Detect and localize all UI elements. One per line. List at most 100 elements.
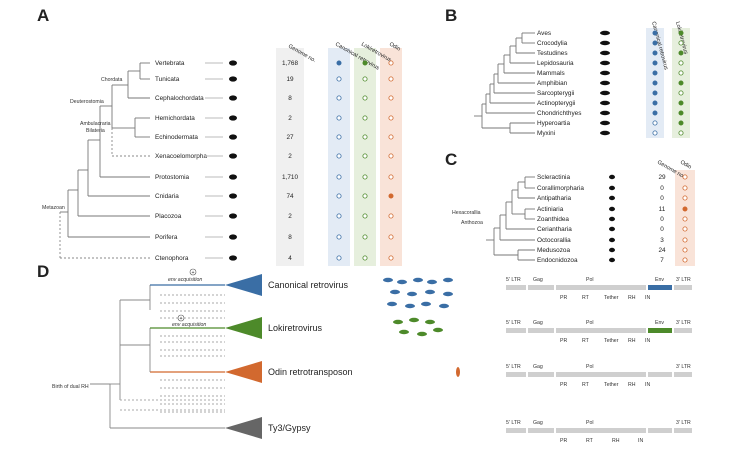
panel-letter-c: C	[445, 150, 458, 169]
taxon-silhouette	[609, 247, 615, 253]
host-silhouette	[405, 303, 415, 309]
host-silhouette	[439, 303, 449, 309]
genome-count: 29	[658, 174, 666, 181]
taxon-silhouette	[229, 76, 237, 82]
host-silhouette	[387, 301, 397, 307]
node-label-ambulacraria: Ambulacraria	[80, 121, 111, 127]
genome-count: 1,768	[282, 60, 298, 67]
taxon-label: Cnidaria	[155, 193, 179, 200]
clade-triangle	[225, 274, 262, 296]
birth-label: Birth of dual RH	[52, 384, 89, 390]
odin-dot	[682, 216, 688, 222]
taxon-label: Actiniaria	[537, 206, 564, 213]
canonical-dot	[336, 174, 342, 180]
ltr3-label: 3' LTR	[676, 320, 691, 326]
odin-dot	[682, 206, 688, 212]
gag-label: Gag	[533, 320, 543, 326]
taxon-silhouette	[600, 30, 610, 36]
host-silhouette	[390, 289, 400, 295]
loki-dot	[362, 153, 368, 159]
pol-box	[556, 428, 646, 433]
gag-label: Gag	[533, 277, 543, 283]
gag-box	[528, 285, 554, 290]
taxon-silhouette	[600, 90, 610, 96]
taxon-silhouette	[609, 185, 615, 191]
gag-label: Gag	[533, 364, 543, 370]
pol-domain-label: RT	[586, 438, 594, 444]
canonical-dot	[336, 60, 342, 66]
canonical-dot	[336, 115, 342, 121]
odin-dot	[388, 134, 394, 140]
env-box	[648, 328, 672, 333]
loki-dot	[362, 115, 368, 121]
pol-domain-label: IN	[638, 438, 643, 444]
taxon-label: Chondrichthyes	[537, 110, 581, 117]
loki-host-silhouette	[417, 331, 427, 337]
odin-dot	[388, 213, 394, 219]
genome-count: 4	[288, 255, 292, 262]
ltr5-label: 5' LTR	[506, 364, 521, 370]
gag-label: Gag	[533, 420, 543, 426]
loki-host-silhouette	[409, 317, 419, 323]
genome-count: 2	[288, 115, 292, 122]
odin-dot	[682, 237, 688, 243]
taxon-silhouette	[609, 237, 615, 243]
odin-dot	[388, 193, 394, 199]
loki-host-silhouette	[425, 319, 435, 325]
taxon-label: Tunicata	[155, 76, 180, 83]
genome-count: 8	[288, 234, 292, 241]
clade-triangle	[225, 317, 262, 339]
genome-count: 3	[660, 237, 664, 244]
taxon-label: Lepidosauria	[537, 60, 574, 67]
loki-host-silhouette	[393, 319, 403, 325]
pol-domain-label: RH	[628, 382, 636, 388]
pol-box	[556, 328, 646, 333]
odin-dot	[682, 174, 688, 180]
taxon-label: Zoanthidea	[537, 216, 569, 223]
odin-header: Odin	[388, 42, 401, 53]
canonical-dot	[336, 95, 342, 101]
odin-dot	[388, 255, 394, 261]
odin-host-silhouette	[456, 367, 460, 377]
loki-dot	[678, 60, 684, 66]
odin-dot	[682, 185, 688, 191]
ltr5-label: 5' LTR	[506, 420, 521, 426]
host-silhouette	[421, 301, 431, 307]
env-box	[648, 285, 672, 290]
loki-dot	[678, 50, 684, 56]
ltr5-label: 5' LTR	[506, 320, 521, 326]
host-silhouette	[383, 277, 393, 283]
ltr3-label: 3' LTR	[676, 364, 691, 370]
taxon-silhouette	[600, 100, 610, 106]
host-silhouette	[443, 277, 453, 283]
plus-sign: +	[191, 270, 194, 276]
taxon-label: Sarcopterygii	[537, 90, 574, 97]
canonical-dot	[652, 120, 658, 126]
canonical-dot	[652, 60, 658, 66]
taxon-label: Hyperoartia	[537, 120, 570, 127]
pol-label: Pol	[586, 420, 594, 426]
node-label-anthozoa: Anthozoa	[461, 220, 483, 226]
canonical-dot	[336, 213, 342, 219]
gag-box	[528, 372, 554, 377]
pol-domain-label: RT	[582, 338, 590, 344]
pol-domain-label: RH	[628, 295, 636, 301]
taxon-label: Antipatharia	[537, 195, 572, 202]
canonical-dot	[652, 90, 658, 96]
taxon-label: Medusozoa	[537, 247, 570, 254]
taxon-silhouette	[600, 80, 610, 86]
taxon-silhouette	[609, 195, 615, 201]
taxon-label: Ctenophora	[155, 255, 189, 262]
loki-dot	[678, 130, 684, 136]
taxon-silhouette	[609, 216, 615, 222]
odin-dot	[682, 257, 688, 263]
pol-domain-label: RT	[582, 295, 590, 301]
env-box	[648, 428, 672, 433]
pol-box	[556, 372, 646, 377]
ltr5-box	[506, 428, 526, 433]
taxon-silhouette	[229, 193, 237, 199]
pol-label: Pol	[586, 320, 594, 326]
clade-name: Odin retrotransposon	[268, 367, 353, 377]
taxon-silhouette	[609, 257, 615, 263]
odin-header: Odin	[679, 160, 692, 171]
